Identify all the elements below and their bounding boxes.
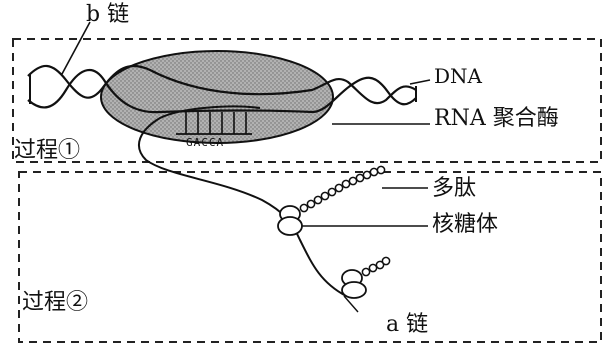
dna-strand-2: [27, 68, 417, 114]
base-sequence: GACCA: [186, 136, 224, 149]
b-chain-label: b 链: [86, 2, 130, 27]
polypeptide-chain-short: [361, 256, 391, 277]
dna-strand-1: [27, 64, 417, 105]
a-chain-leader: [343, 295, 359, 313]
b-chain-leader: [61, 21, 91, 75]
polypeptide-chain-long: [299, 165, 386, 213]
rna-polymerase-ellipse: [100, 50, 334, 144]
rna-polymerase-label: RNA 聚合酶: [434, 106, 559, 131]
a-chain-label: a 链: [386, 312, 429, 337]
base-pair-ticks: [185, 110, 247, 134]
polypeptide-label: 多肽: [432, 176, 477, 201]
process1-box: [12, 38, 602, 163]
process1-label: 过程①: [14, 138, 81, 163]
dna-leader: [409, 79, 431, 85]
ribosome-2: [341, 269, 367, 299]
process2-box: [18, 171, 602, 343]
dna-label: DNA: [434, 64, 482, 88]
mrna-strand: [138, 105, 347, 297]
process2-label: 过程②: [22, 290, 89, 315]
ribosome-1: [277, 205, 303, 236]
ribosome-label: 核糖体: [432, 212, 499, 237]
